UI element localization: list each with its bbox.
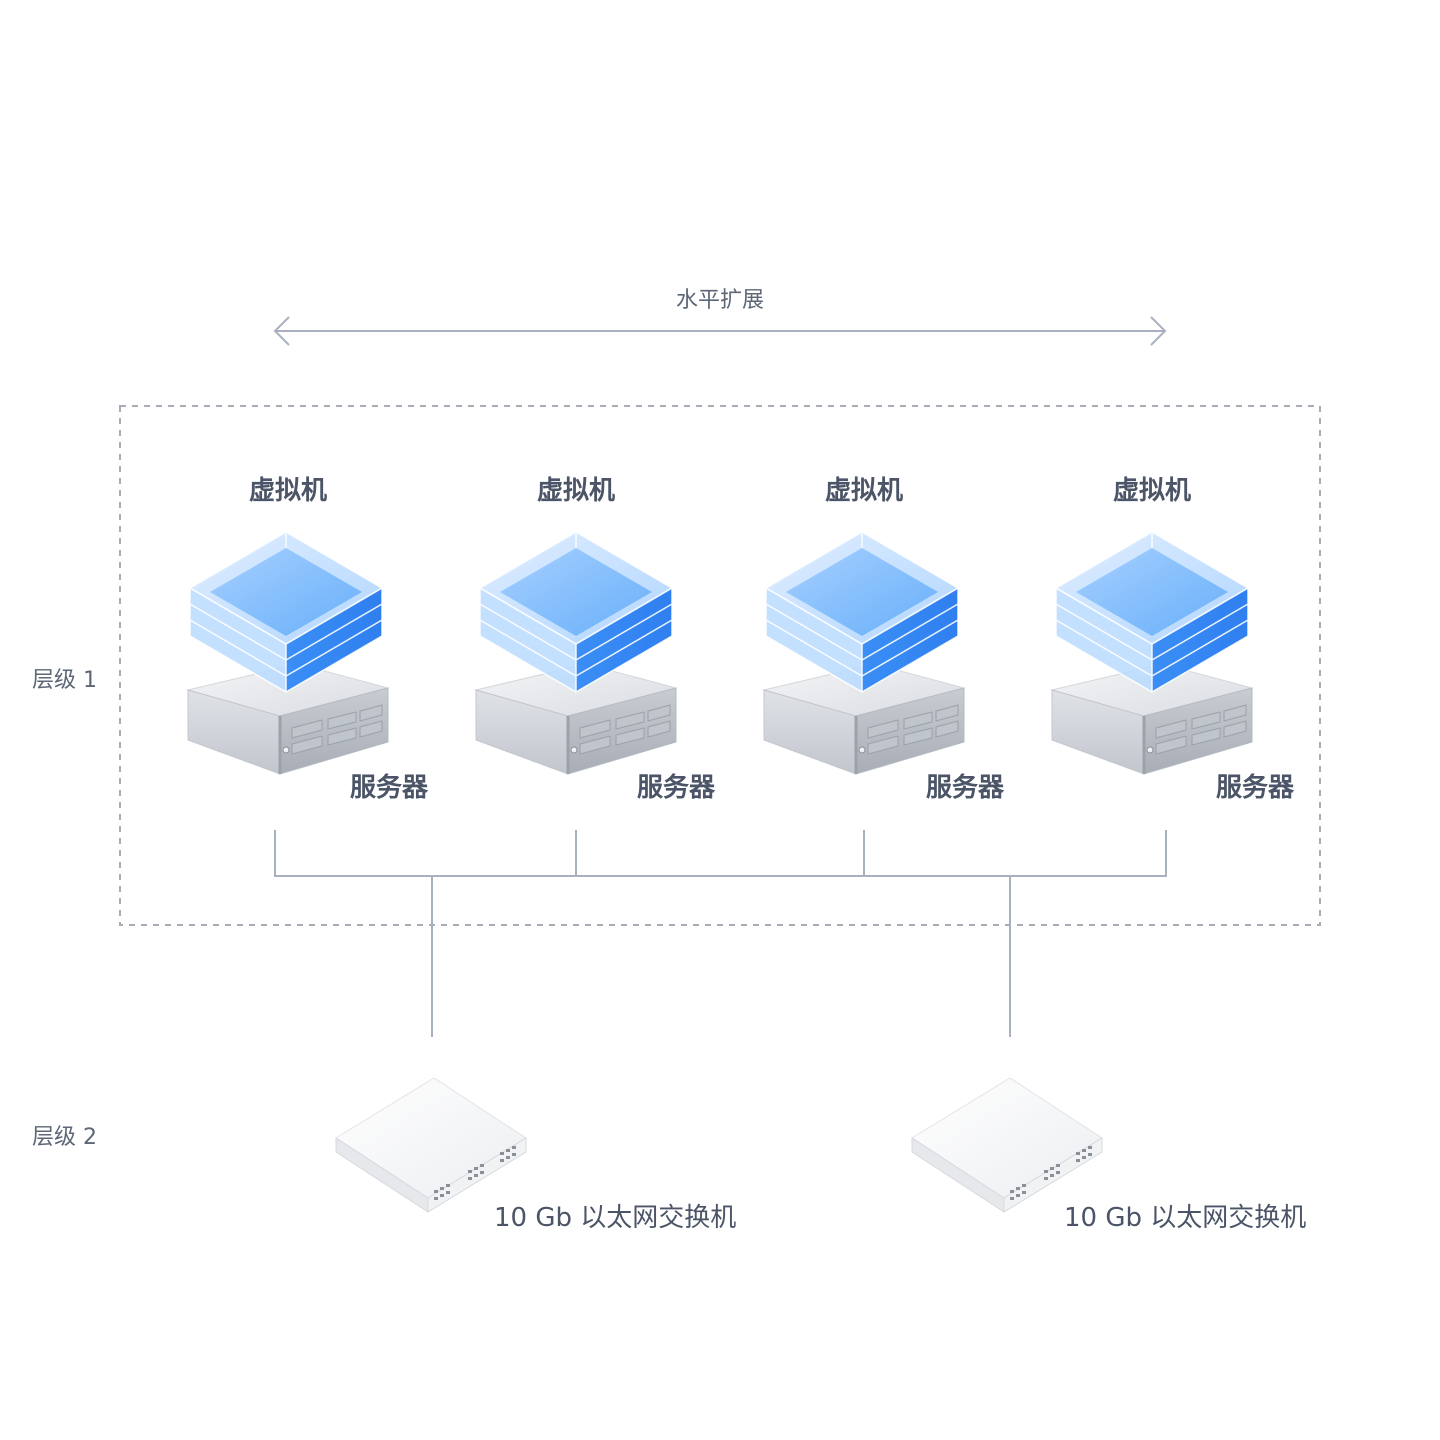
vm-3-icon <box>765 531 959 693</box>
node-2-graphics <box>474 531 678 776</box>
horizontal-scale-arrow <box>273 316 1167 346</box>
connection-lines <box>274 830 1167 1037</box>
vm-label: 虚拟机 <box>824 476 903 506</box>
horizontal-scale-label: 水平扩展 <box>675 288 764 313</box>
vm-2-icon <box>479 531 673 693</box>
tier-2-label: 层级 2 <box>32 1125 97 1150</box>
node-3-graphics <box>762 531 966 776</box>
vm-label: 虚拟机 <box>536 476 615 506</box>
vm-1-icon <box>189 531 383 693</box>
node-1-graphics <box>186 531 390 776</box>
switch-1-icon <box>335 1077 527 1213</box>
tier-1-label: 层级 1 <box>32 668 97 693</box>
server-label: 服务器 <box>637 773 716 803</box>
vm-label: 虚拟机 <box>248 476 327 506</box>
server-label: 服务器 <box>926 773 1005 803</box>
vm-4-icon <box>1055 531 1249 693</box>
switch-label: 10 Gb 以太网交换机 <box>494 1203 737 1233</box>
switch-2-icon <box>911 1077 1103 1213</box>
tier-1-boundary <box>119 405 1321 926</box>
server-label: 服务器 <box>1216 773 1295 803</box>
server-label: 服务器 <box>350 773 429 803</box>
vm-label: 虚拟机 <box>1112 476 1191 506</box>
node-4-graphics <box>1050 531 1254 776</box>
switch-label: 10 Gb 以太网交换机 <box>1064 1203 1307 1233</box>
